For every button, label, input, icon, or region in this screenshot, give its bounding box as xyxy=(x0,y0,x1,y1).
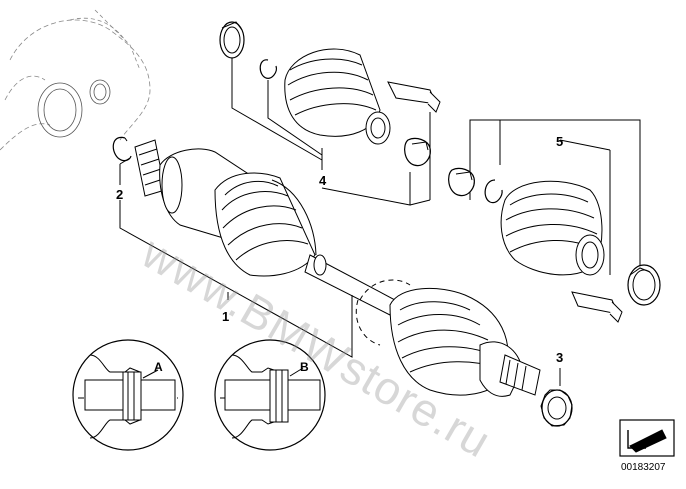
detail-view-b xyxy=(214,339,326,451)
diagram-id: 00183207 xyxy=(621,462,666,473)
detail-label-b: B xyxy=(300,360,309,374)
transmission-housing xyxy=(0,9,151,151)
callout-1: 1 xyxy=(222,309,230,324)
callout-2: 2 xyxy=(116,187,124,202)
detail-view-a xyxy=(72,339,184,451)
collar-nut-part-3 xyxy=(540,389,573,427)
leader-lines xyxy=(119,157,561,386)
detail-label-a: A xyxy=(154,360,163,374)
arrow-nav-icon[interactable] xyxy=(619,419,675,457)
callout-3: 3 xyxy=(556,350,564,365)
drive-shaft-part-1 xyxy=(134,139,541,397)
circlip-part-2 xyxy=(112,136,132,162)
boot-kit-part-5 xyxy=(448,119,661,323)
boot-kit-part-4 xyxy=(219,21,441,206)
phantom-outline xyxy=(355,279,411,346)
callout-4: 4 xyxy=(319,173,327,188)
callout-5: 5 xyxy=(556,134,564,149)
